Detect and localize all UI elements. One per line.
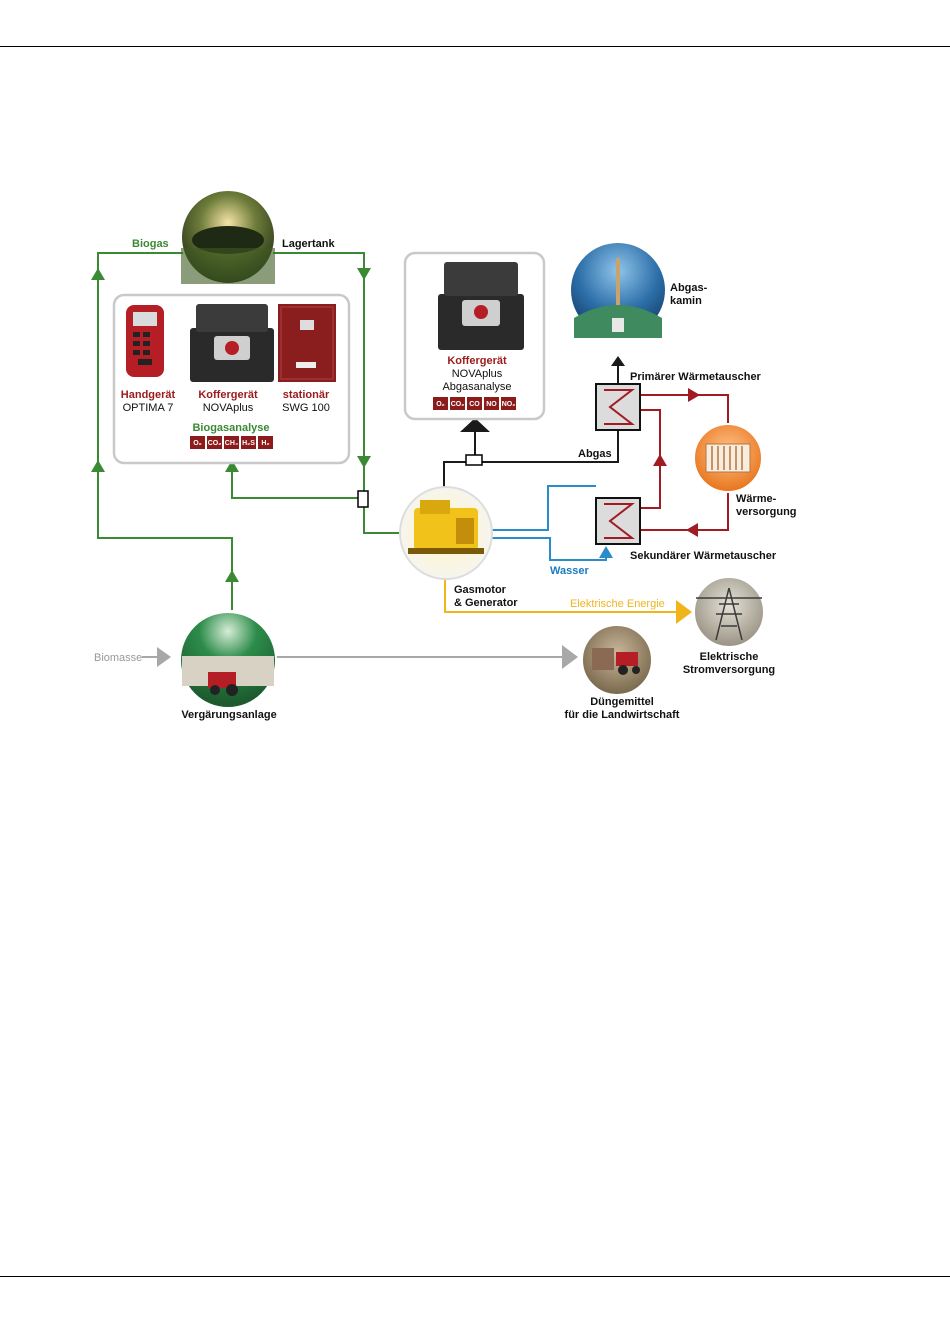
label-elektrische-2: Stromversorgung: [683, 664, 775, 676]
lagertank-photo-icon: [180, 189, 276, 285]
label-koffergeraet-top: Koffergerät: [447, 355, 507, 367]
fertilizer-arrow: [562, 645, 578, 669]
biogas-gas-chip-bg: [224, 436, 239, 449]
label-elektrische-energie: Elektrische Energie: [570, 598, 665, 610]
biogas-gas-chip-bg: [241, 436, 256, 449]
abgas-gas-chip-bg: [450, 397, 465, 410]
abgas-gas-chip-bg: [484, 397, 499, 410]
biogas-gas-chip-bg: [190, 436, 205, 449]
abgas-gas-chip-bg: [501, 397, 516, 410]
waermeversorgung-radiator-icon: [693, 423, 763, 493]
abgas-gas-chip-label: CO: [469, 401, 480, 408]
secondary-heat-exchanger-icon: [595, 497, 641, 545]
abgas-gas-chips: O₂ CO₂ CO NO NO₂: [433, 397, 516, 410]
abgas-gas-chip-label: NO₂: [502, 401, 516, 408]
biogas-valve: [357, 490, 369, 508]
energy-arrow: [676, 600, 692, 624]
biogas-gas-chip-label: CO₂: [208, 440, 222, 447]
label-stationaer: stationär: [283, 389, 330, 401]
label-abgasanalyse: Abgasanalyse: [442, 381, 511, 393]
abgas-gas-chip-label: CO₂: [451, 401, 465, 408]
duengemittel-photo-icon: [581, 624, 653, 696]
label-novaplus-left: NOVAplus: [203, 402, 254, 414]
vergaerungsanlage-photo-icon: [179, 611, 277, 709]
biogas-gas-chip-bg: [258, 436, 273, 449]
label-primaerer-waermetauscher: Primärer Wärmetauscher: [630, 371, 762, 383]
gasmotor-engine-icon: [399, 486, 493, 580]
label-waerme-2: versorgung: [736, 506, 797, 518]
label-biomasse: Biomasse: [94, 652, 142, 664]
label-biogasanalyse: Biogasanalyse: [192, 422, 269, 434]
swg100-station-icon: [278, 304, 336, 382]
energy-flow-line: [444, 578, 676, 613]
abgas-gas-chip-label: NO: [486, 401, 497, 408]
label-handgeraet: Handgerät: [121, 389, 176, 401]
abgas-gas-chip-bg: [433, 397, 448, 410]
novaplus-case-icon-top: [438, 262, 524, 350]
label-duengemittel-2: für die Landwirtschaft: [565, 709, 680, 721]
label-waerme-1: Wärme-: [736, 493, 777, 505]
label-abgaskamin-1: Abgas-: [670, 282, 708, 294]
biogas-gas-chip-label: H₂S: [242, 440, 255, 447]
biogas-gas-chip-label: O₂: [193, 440, 202, 447]
novaplus-case-icon-left: [190, 304, 274, 382]
kamin-arrow-up: [611, 356, 625, 366]
heat-arrowheads: [653, 388, 700, 537]
abgas-gas-chip-label: O₂: [436, 401, 445, 408]
label-sekundaerer-waermetauscher: Sekundärer Wärmetauscher: [630, 550, 777, 562]
biogas-flow-lines: [97, 252, 400, 610]
label-optima7: OPTIMA 7: [123, 402, 174, 414]
label-elektrische-1: Elektrische: [700, 651, 759, 663]
label-wasser: Wasser: [550, 565, 589, 577]
water-flow-lines: [492, 485, 607, 561]
biogas-arrowheads: [91, 268, 371, 582]
label-gasmotor-1: Gasmotor: [454, 584, 507, 596]
label-gasmotor-2: & Generator: [454, 597, 518, 609]
biomass-arrow: [157, 647, 171, 667]
water-arrow-up: [599, 546, 613, 558]
primary-heat-exchanger-icon: [595, 383, 641, 431]
header-rule: [0, 46, 950, 47]
abgaskamin-photo-icon: [569, 241, 667, 339]
biogas-gas-chip-bg: [207, 436, 222, 449]
abgas-valve: [465, 454, 483, 466]
label-duengemittel-1: Düngemittel: [590, 696, 654, 708]
label-abgaskamin-2: kamin: [670, 295, 702, 307]
label-swg100: SWG 100: [282, 402, 330, 414]
label-biogas: Biogas: [132, 238, 169, 250]
stromversorgung-photo-icon: [693, 576, 765, 648]
abgas-arrow-up: [460, 418, 490, 432]
label-abgas: Abgas: [578, 448, 612, 460]
label-novaplus-top: NOVAplus: [452, 368, 503, 380]
optima7-device-icon: [126, 305, 164, 377]
biogas-gas-chip-label: CH₄: [225, 440, 238, 447]
abgas-gas-chip-bg: [467, 397, 482, 410]
label-lagertank: Lagertank: [282, 238, 335, 250]
label-vergaerungsanlage: Vergärungsanlage: [181, 709, 276, 721]
footer-rule: [0, 1276, 950, 1277]
label-koffergeraet-left: Koffergerät: [198, 389, 258, 401]
biogas-gas-chip-label: H₂: [261, 440, 269, 447]
